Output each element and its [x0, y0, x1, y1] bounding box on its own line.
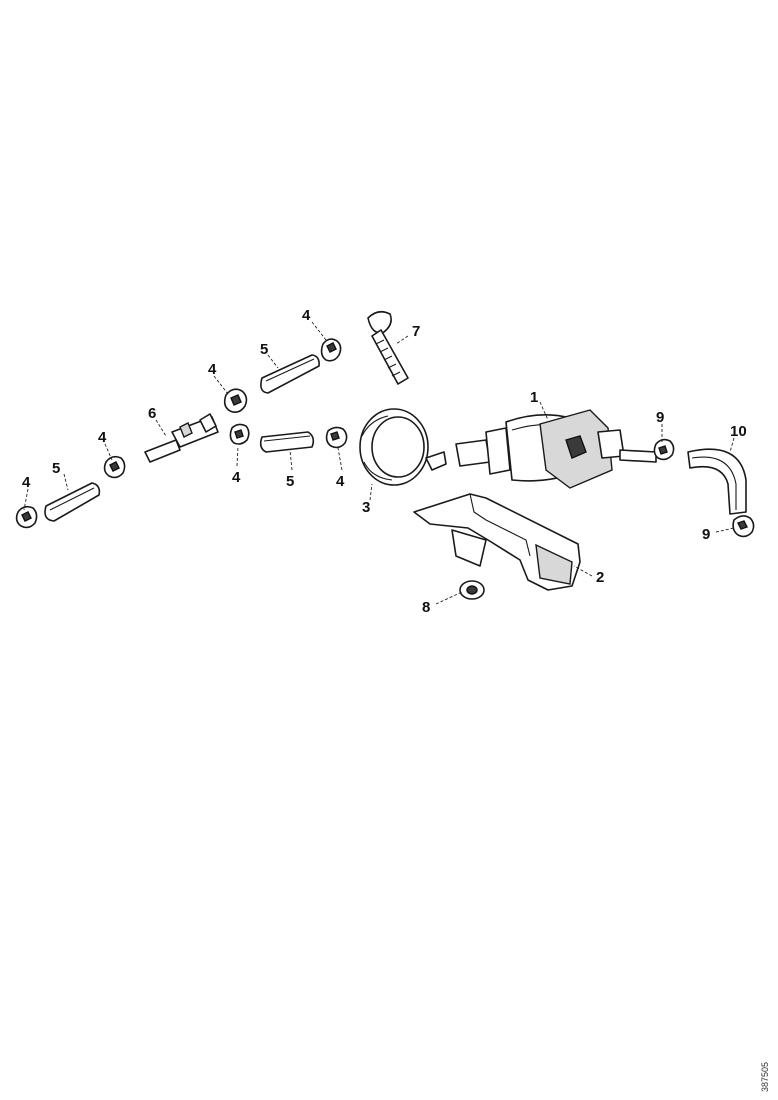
hose-lower-left — [44, 482, 101, 522]
callout-3: 3 — [362, 499, 370, 516]
hose-upper — [260, 354, 320, 394]
callout-5-left: 5 — [52, 460, 60, 477]
callout-5-center: 5 — [286, 473, 294, 490]
hose-clamp — [223, 388, 248, 413]
bolt — [367, 310, 409, 385]
hose-clamp — [15, 505, 38, 529]
document-id: 387505 — [760, 1062, 770, 1092]
hose-clamp-right — [653, 438, 675, 461]
callout-10: 10 — [730, 423, 747, 440]
hose-center — [259, 431, 315, 453]
rubber-grommet — [459, 580, 485, 600]
callout-4-upper: 4 — [208, 361, 217, 378]
callout-4-left: 4 — [98, 429, 107, 446]
tee-connector — [144, 413, 219, 463]
callout-4-upper-right: 4 — [302, 307, 311, 324]
hose-clamp-lower-right — [732, 515, 755, 538]
fuel-pump — [455, 409, 657, 489]
hose-clamp — [103, 455, 126, 479]
callout-8: 8 — [422, 599, 430, 616]
hose-clamp — [229, 423, 250, 445]
callout-4-right: 4 — [336, 473, 345, 490]
callout-9-lower: 9 — [702, 526, 710, 543]
mounting-bracket — [413, 493, 581, 591]
leader-lines — [23, 321, 735, 605]
callout-5-upper: 5 — [260, 341, 268, 358]
callout-4-far-left: 4 — [22, 474, 31, 491]
mounting-ring-bracket — [359, 408, 447, 486]
callout-6: 6 — [148, 405, 156, 422]
hose-clamp — [325, 426, 348, 449]
callout-9-upper: 9 — [656, 409, 664, 426]
hose-clamp — [320, 338, 342, 362]
callout-4-center: 4 — [232, 469, 241, 486]
elbow-hose — [687, 448, 747, 515]
callout-1: 1 — [530, 389, 538, 406]
callout-2: 2 — [596, 569, 604, 586]
callout-7: 7 — [412, 323, 420, 340]
